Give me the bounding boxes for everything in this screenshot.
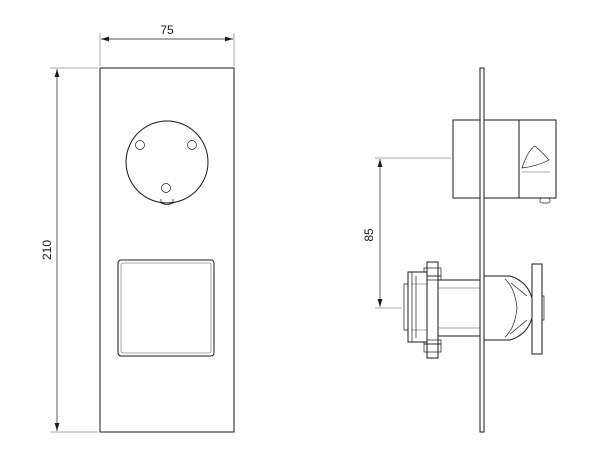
lower-valve bbox=[403, 261, 545, 359]
side-view: 85 bbox=[362, 67, 557, 433]
height-dimension-label: 210 bbox=[40, 240, 54, 260]
round-knob bbox=[125, 120, 209, 205]
faceplate-outline bbox=[99, 67, 235, 433]
wall-plate bbox=[479, 67, 485, 433]
width-dimension: 75 bbox=[99, 23, 235, 66]
offset-dimension: 85 bbox=[362, 157, 451, 309]
upper-module bbox=[452, 119, 557, 204]
width-dimension-label: 75 bbox=[160, 23, 174, 37]
square-control bbox=[117, 259, 215, 357]
height-dimension: 210 bbox=[40, 67, 98, 433]
offset-dimension-label: 85 bbox=[362, 228, 376, 242]
front-view: 75 210 bbox=[40, 23, 235, 433]
